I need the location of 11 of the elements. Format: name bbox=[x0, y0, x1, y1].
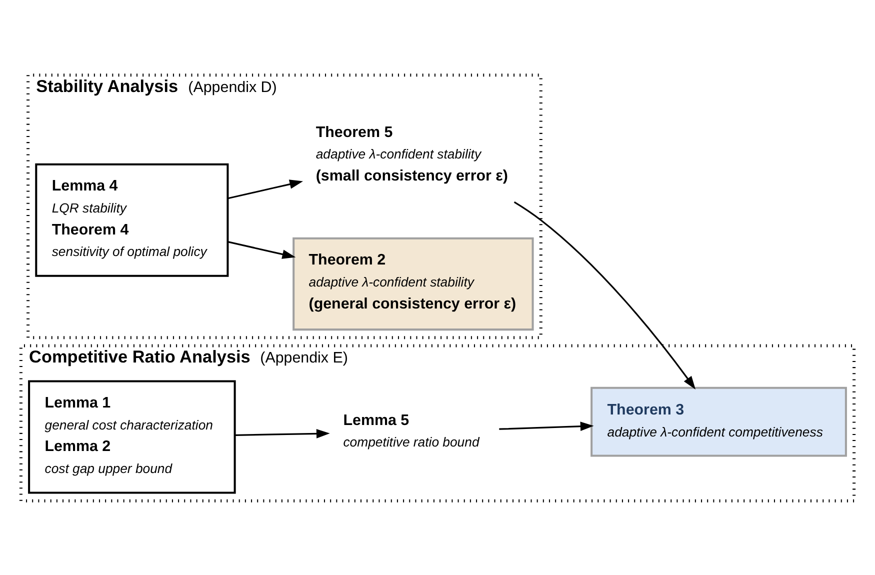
node-box: Theorem 3 adaptive λ-confident competitiveness bbox=[590, 386, 847, 456]
arrow bbox=[514, 200, 696, 389]
arrow bbox=[234, 428, 330, 438]
node-box: Lemma 1 general cost characterization Lemma 2 cost gap upper bound bbox=[28, 380, 236, 494]
node-box: Lemma 4 LQR stability Theorem 4 sensitivity of optimal policy bbox=[35, 162, 229, 276]
node-text: Theorem 5 adaptive λ-confident stability (small consistency error ε) bbox=[316, 123, 508, 184]
arrow bbox=[228, 240, 296, 258]
arrow bbox=[228, 179, 304, 199]
arrow bbox=[499, 421, 594, 431]
node-text: Lemma 5 competitive ratio bound bbox=[343, 411, 480, 450]
node-box: Theorem 2 adaptive λ-confident stability (general consistency error ε) bbox=[292, 236, 534, 330]
